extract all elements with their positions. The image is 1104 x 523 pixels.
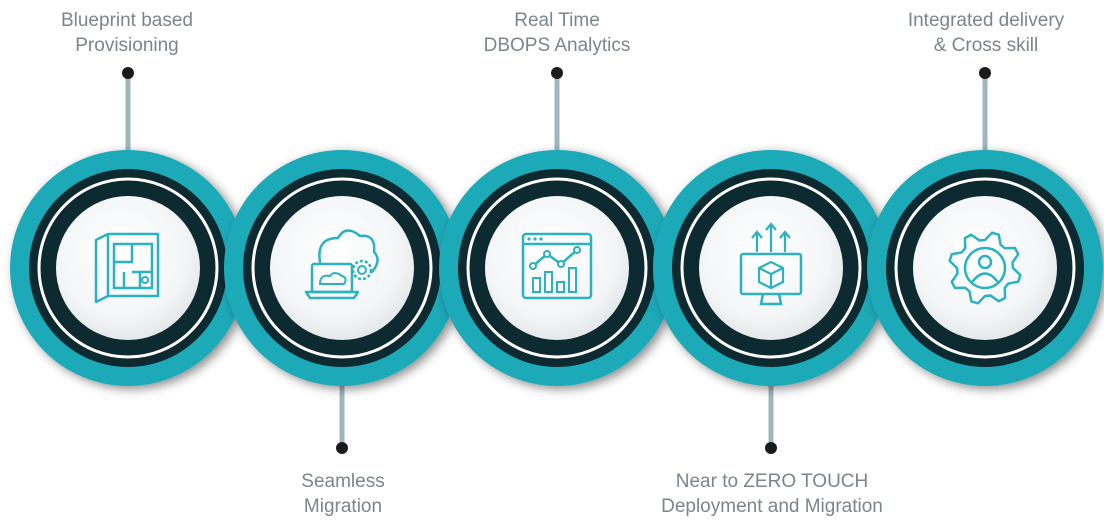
- dashboard-frame: [521, 232, 593, 300]
- white-ring: [680, 177, 862, 359]
- person-head: [977, 254, 993, 270]
- cloud-outline: [318, 229, 379, 274]
- window-dot: [527, 237, 531, 241]
- upload-arrow-head: [751, 230, 763, 239]
- step-label-1: Blueprint based Provisioning: [60, 10, 194, 56]
- step-label-4: Near to ZERO TOUCH Deployment and Migrat…: [661, 471, 883, 517]
- laptop-base: [304, 290, 360, 300]
- bar: [544, 271, 553, 293]
- step-label-3: Real Time DBOPS Analytics: [483, 10, 631, 56]
- step-circle-1: [10, 150, 246, 386]
- icon-disc: [699, 196, 843, 340]
- white-ring: [251, 177, 433, 359]
- white-ring: [466, 177, 648, 359]
- blueprint-walls: [114, 244, 152, 288]
- connector-dot: [122, 67, 134, 79]
- icon-disc: [56, 196, 200, 340]
- trend-point: [573, 246, 581, 254]
- window-dot: [539, 237, 543, 241]
- connector-dot: [336, 442, 348, 454]
- blueprint-mark: [141, 276, 149, 284]
- gear-outline: [948, 231, 1022, 305]
- blueprint-icon: [94, 232, 160, 304]
- window-dot: [533, 237, 537, 241]
- monitor-screen: [739, 252, 803, 296]
- step-circle-4: [653, 150, 889, 386]
- bar: [556, 281, 565, 293]
- cloud-laptop-gear-icon: [304, 229, 379, 300]
- circle-layer: [10, 150, 1103, 386]
- upload-arrow-head: [765, 222, 777, 231]
- connector-dot: [765, 442, 777, 454]
- step-label-5: Integrated delivery & Cross skill: [907, 10, 1065, 56]
- icon-disc: [270, 196, 414, 340]
- step-label-2: Seamless Migration: [301, 471, 385, 517]
- step-circle-5: [867, 150, 1103, 386]
- connector-dot: [551, 67, 563, 79]
- connector-dot: [979, 67, 991, 79]
- gear-hub: [357, 265, 367, 275]
- gear-person-icon: [948, 231, 1022, 305]
- trend-point: [557, 260, 565, 268]
- trend-point: [543, 250, 551, 258]
- upload-arrow-head: [779, 230, 791, 239]
- monitor-cube-deploy-icon: [739, 222, 803, 306]
- gear-teeth: [351, 259, 373, 281]
- trend-line: [532, 249, 578, 267]
- icon-disc: [485, 196, 629, 340]
- step-circle-3: [439, 150, 675, 386]
- analytics-dashboard-icon: [521, 232, 593, 300]
- gear-inner: [963, 246, 1007, 290]
- person-body: [971, 272, 999, 283]
- bar: [568, 267, 577, 293]
- trend-point: [529, 262, 537, 270]
- bar: [532, 277, 541, 293]
- mini-cloud: [318, 272, 347, 285]
- white-ring: [894, 177, 1076, 359]
- cube: [757, 260, 785, 290]
- step-circle-2: [224, 150, 460, 386]
- monitor-stand: [759, 293, 783, 306]
- white-ring: [37, 177, 219, 359]
